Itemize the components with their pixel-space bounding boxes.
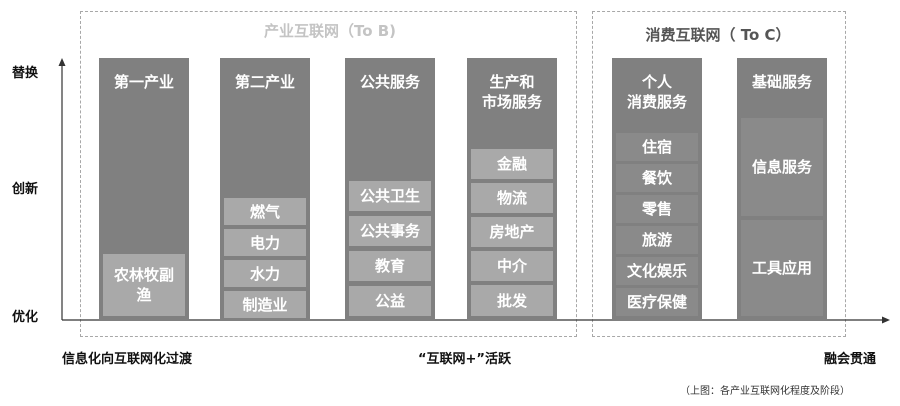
to-b-title: 产业互联网（To B) — [263, 22, 397, 40]
column-personal-consumer-services: 个人 消费服务 住宿 餐饮 零售 旅游 文化娱乐 医疗保健 — [612, 58, 702, 321]
x-label-transition: 信息化向互联网化过渡 — [62, 352, 193, 367]
cell-education: 教育 — [349, 251, 431, 281]
cell-retail: 零售 — [616, 195, 698, 223]
cell-lodging: 住宿 — [616, 133, 698, 161]
cell-dining: 餐饮 — [616, 164, 698, 192]
cell-culture-entertainment: 文化娱乐 — [616, 257, 698, 285]
cell-tool-applications: 工具应用 — [741, 220, 823, 316]
to-c-group-box — [592, 11, 846, 337]
cell-charity: 公益 — [349, 286, 431, 316]
to-b-group-box — [80, 11, 577, 337]
cell-agriculture: 农林牧副渔 — [103, 254, 185, 316]
column-production-market-services: 生产和 市场服务 金融 物流 房地产 中介 批发 — [467, 58, 557, 321]
column-title-line2: 市场服务 — [481, 93, 542, 111]
column-title-line1: 个人 — [641, 73, 672, 91]
cell-label: 农林牧副渔 — [113, 266, 174, 304]
column-primary-industry: 第一产业 农林牧副渔 — [99, 58, 189, 321]
cell-manufacturing: 制造业 — [224, 291, 306, 318]
cell-travel: 旅游 — [616, 226, 698, 254]
cell-public-affairs: 公共事务 — [349, 216, 431, 246]
column-title: 基础服务 — [751, 73, 812, 91]
cell-public-health: 公共卫生 — [349, 181, 431, 211]
arrow-up-icon — [58, 58, 66, 66]
y-label-replace: 替换 — [12, 66, 39, 81]
cell-information-services: 信息服务 — [741, 118, 823, 216]
cell-water: 水力 — [224, 260, 306, 287]
y-label-innovate: 创新 — [12, 182, 39, 197]
column-title: 第二产业 — [234, 73, 295, 91]
column-title-line2: 消费服务 — [626, 93, 687, 111]
column-title: 生产和 市场服务 — [467, 72, 557, 112]
cell-electricity: 电力 — [224, 229, 306, 256]
figure-caption: （上图：各产业互联网化程度及阶段） — [680, 386, 850, 397]
to-c-title: 消费互联网（ To C） — [645, 26, 791, 44]
cell-real-estate: 房地产 — [471, 217, 553, 247]
column-title: 个人 消费服务 — [612, 72, 702, 112]
column-title: 第一产业 — [113, 73, 174, 91]
column-basic-services: 基础服务 信息服务 工具应用 — [737, 58, 827, 321]
x-label-integration: 融会贯通 — [824, 352, 877, 367]
column-public-services: 公共服务 公共卫生 公共事务 教育 公益 — [345, 58, 435, 321]
cell-gas: 燃气 — [224, 198, 306, 225]
cell-healthcare: 医疗保健 — [616, 288, 698, 316]
column-secondary-industry: 第二产业 燃气 电力 水力 制造业 — [220, 58, 310, 321]
cell-finance: 金融 — [471, 149, 553, 179]
arrow-right-icon — [882, 316, 890, 324]
cell-logistics: 物流 — [471, 183, 553, 213]
column-title-line1: 生产和 — [489, 73, 535, 91]
x-label-internet-plus: “互联网+”活跃 — [418, 352, 511, 367]
column-title: 公共服务 — [359, 73, 420, 91]
cell-wholesale: 批发 — [471, 285, 553, 316]
cell-intermediary: 中介 — [471, 251, 553, 281]
y-label-optimize: 优化 — [12, 310, 39, 325]
